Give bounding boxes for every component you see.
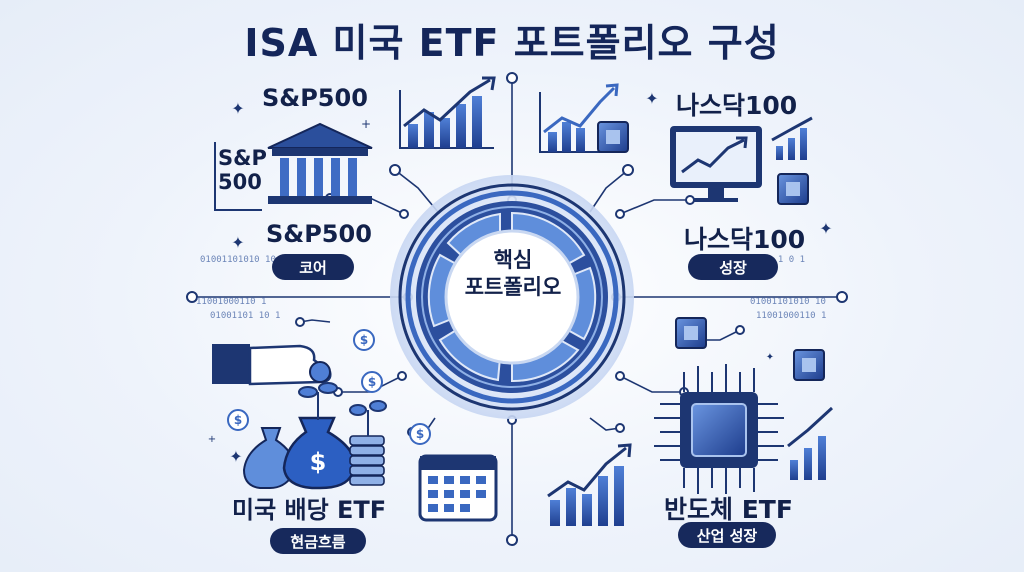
binary-line: 01001101010 10 (750, 297, 826, 307)
page-title: ISA 미국 ETF 포트폴리오 구성 (244, 21, 780, 65)
chip-icon (675, 317, 707, 349)
sp500-name: S&P500 (266, 220, 372, 248)
svg-text:+: + (361, 117, 371, 131)
chip-icon (777, 173, 809, 205)
svg-text:✦: ✦ (231, 233, 244, 252)
sparkle-decoration: ✦ + ✦ ✦ ✦ ✦ + ✦ (208, 89, 833, 466)
svg-text:✦: ✦ (766, 352, 774, 363)
binary-line: 11001000110 1 (756, 311, 826, 321)
nasdaq100-name: 나스닥100 (684, 225, 806, 254)
circuit-lines (192, 78, 842, 540)
growth-chart-icon (547, 443, 632, 526)
plant-sprout-icon (298, 382, 387, 436)
nasdaq100-tag-badge: 성장 (688, 254, 778, 280)
semiconductor-etf-name: 반도체 ETF (664, 495, 793, 524)
semiconductor-etf-tag-badge: 산업 성장 (678, 522, 776, 548)
core-center (444, 229, 580, 365)
growth-chart-icon (539, 83, 622, 153)
sp500-building-text-line2: 500 (218, 170, 262, 194)
chip-icon (597, 121, 629, 153)
binary-line: 01001101 10 1 (210, 311, 280, 321)
svg-text:+: + (208, 434, 216, 445)
sp500-building-text: S&P 500 (218, 146, 267, 194)
dividend-etf-name: 미국 배당 ETF (232, 496, 387, 524)
monitor-chart-icon (670, 126, 762, 202)
svg-text:✦: ✦ (229, 447, 242, 466)
money-bag-icon: $ (282, 416, 356, 490)
coin-symbol: $ $ $ $ (234, 333, 424, 441)
svg-text:✦: ✦ (819, 219, 832, 238)
bank-building-icon (267, 122, 373, 204)
coin-icon (227, 329, 431, 445)
coin-symbol-text: $ (368, 375, 376, 389)
core-label: 핵심 포트폴리오 (443, 247, 583, 301)
coin-symbol-text: $ (416, 427, 424, 441)
calendar-icon (418, 454, 498, 522)
sp500-tag-badge: 코어 (272, 254, 354, 280)
growth-chart-icon (787, 406, 834, 480)
chip-icon (793, 349, 825, 381)
hand-giving-coin-icon (212, 344, 332, 386)
coin-symbol-text: $ (360, 333, 368, 347)
growth-chart-icon (399, 76, 496, 149)
binary-line: 01001101010 10 (200, 255, 276, 265)
core-label-line1: 핵심 (493, 248, 533, 272)
semiconductor-chip-icon (654, 364, 784, 494)
binary-line: 11001000110 1 (196, 297, 266, 307)
nasdaq100-heading: 나스닥100 (676, 91, 798, 120)
dividend-etf-tag-badge: 현금흐름 (270, 528, 366, 554)
svg-text:✦: ✦ (231, 99, 244, 118)
core-label-line2: 포트폴리오 (464, 275, 562, 299)
coin-symbol-text: $ (310, 448, 327, 476)
building-sign-frame (214, 142, 262, 211)
sp500-building-text-line1: S&P (218, 146, 267, 170)
coin-symbol-text: $ (234, 413, 242, 427)
sp500-heading: S&P500 (262, 84, 368, 112)
svg-text:✦: ✦ (645, 89, 658, 108)
growth-chart-icon (771, 116, 813, 160)
coin-stack-icon (349, 435, 385, 486)
